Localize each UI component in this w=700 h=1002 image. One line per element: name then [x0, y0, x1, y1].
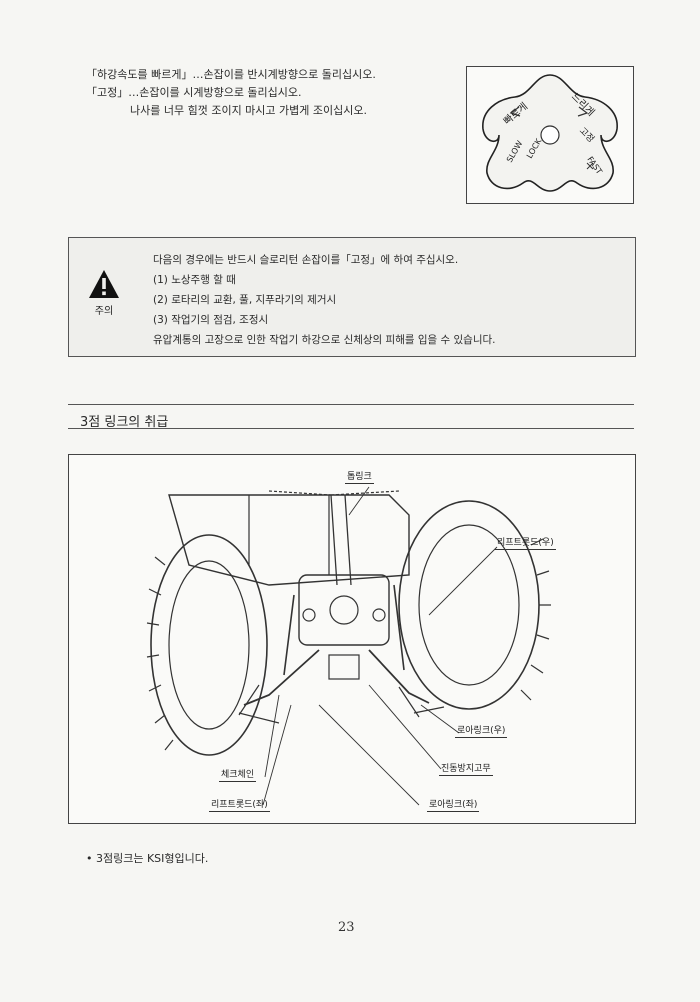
caution-box: 주의 다음의 경우에는 반드시 슬로리턴 손잡이를「고정」에 하여 주십시오. …: [68, 237, 636, 357]
slow-return-knob-figure: 빠르게 느리게 고정 SLOW LOCK FAST: [466, 66, 634, 204]
ksi-type-note: • 3점링크는 KSI형입니다.: [86, 852, 209, 865]
caution-item-3: (3) 작업기의 점검, 조정시: [153, 314, 269, 326]
section-rule-bottom: [68, 428, 634, 429]
callout-lift-rod-left: 리프트롯드(좌): [209, 797, 270, 812]
arrow-fast-icon: [586, 162, 594, 170]
caution-footer: 유압계통의 고장으로 인한 작업기 하강으로 신체상의 피해를 입을 수 있습니…: [153, 334, 496, 346]
callout-top-link: 톱링크: [345, 469, 374, 484]
instruction-fast-descent: 「하강속도를 빠르게」…손잡이를 반시계방향으로 돌리십시오.: [86, 68, 376, 81]
three-point-link-figure: 톱링크 리프트롯드(우) 로아링크(우) 진동방지고무 로아링크(좌) 체크체인…: [68, 454, 636, 824]
callout-lower-link-right: 로아링크(우): [455, 723, 508, 738]
callout-lift-rod-right: 리프트롯드(우): [495, 535, 556, 550]
caution-item-1: (1) 노상주행 할 때: [153, 274, 236, 286]
callout-anti-vibration-rubber: 진동방지고무: [439, 761, 493, 776]
caution-label: 주의: [94, 306, 114, 317]
callout-leaders: [262, 486, 498, 806]
section-title: 3점 링크의 취급: [80, 415, 169, 430]
tractor-rear-drawing: [146, 490, 551, 756]
callout-lower-link-left: 로아링크(좌): [427, 797, 480, 812]
arrow-cw-icon: [577, 106, 589, 117]
callout-check-chain: 체크체인: [219, 767, 257, 782]
instruction-tighten-gently: 나사를 너무 힘껏 조이지 마시고 가볍게 조이십시오.: [130, 104, 367, 117]
caution-item-2: (2) 로타리의 교환, 풀, 지푸라기의 제거시: [153, 294, 337, 306]
section-rule-top: [68, 404, 634, 405]
knob-center-hole: [540, 125, 560, 145]
instruction-lock: 「고정」…손잡이를 시계방향으로 돌리십시오.: [86, 86, 302, 99]
caution-intro: 다음의 경우에는 반드시 슬로리턴 손잡이를「고정」에 하여 주십시오.: [153, 254, 459, 266]
knob-drawing: 빠르게 느리게 고정 SLOW LOCK FAST: [482, 74, 618, 192]
warning-triangle-icon: [89, 270, 119, 298]
arrow-ccw-icon: [509, 106, 521, 117]
page-number: 23: [338, 920, 355, 935]
